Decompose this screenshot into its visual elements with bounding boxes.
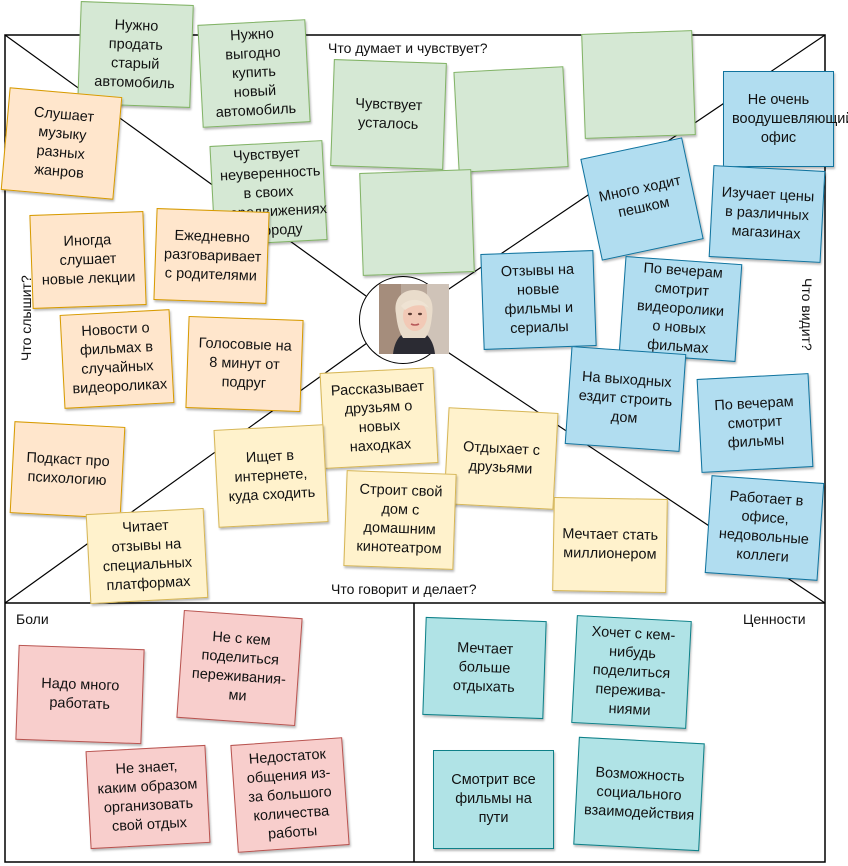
section-label-says-does: Что говорит и делает? [331,581,477,597]
section-label-sees: Что видит? [799,278,815,351]
note-searches-internet[interactable]: Ищет в интернете, куда сходить [213,424,329,528]
note-watches-films[interactable]: По вечерам смотрит фильмы [696,373,814,473]
note-builds-cinema-house[interactable]: Строит свой дом с домашним кинотеатром [343,470,457,570]
note-buy-new-car[interactable]: Нужно выгодно купить новый автомобиль [197,19,311,128]
note-lack-communication[interactable]: Недостаток общения из-за большого количе… [230,737,350,853]
note-empty-3[interactable] [359,169,475,276]
note-no-one-to-share[interactable]: Не с кем поделиться переживания-ми [176,609,303,727]
outer-frame [4,34,826,863]
note-studies-prices[interactable]: Изучает цены в различных магазинах [708,165,826,263]
note-voice-messages[interactable]: Голосовые на 8 минут от подруг [185,316,304,412]
diagonal-bottom-left [4,342,368,604]
persona-avatar [359,276,449,364]
note-walks-a-lot[interactable]: Много ходит пешком [580,137,704,261]
note-talks-parents[interactable]: Ежедневно разговаривает с родителями [153,208,270,304]
note-social-interaction[interactable]: Возможность социального взаимодействия [573,736,705,852]
note-office-work[interactable]: Работает в офисе, недовольные коллеги [704,475,825,581]
note-feels-tired[interactable]: Чувствует усталось [330,59,447,170]
note-reviews-films[interactable]: Отзывы на новые фильмы и сериалы [480,250,597,350]
note-music-genres[interactable]: Слушает музыку разных жанров [0,87,123,200]
note-dreams-millionaire[interactable]: Мечтает стать миллионером [552,497,668,593]
note-psychology-podcast[interactable]: Подкаст про психологию [9,421,126,519]
note-wants-share[interactable]: Хочет с кем-нибудь поделиться пережива-н… [571,615,692,729]
note-empty-1[interactable] [453,66,569,173]
note-reads-reviews[interactable]: Читает отзывы на специальных платформах [85,507,209,605]
note-empty-2[interactable] [581,30,696,139]
note-relaxes-friends[interactable]: Отдыхает с друзьями [443,407,559,510]
persona-photo [379,284,449,354]
section-label-values: Ценности [743,611,806,627]
note-no-idea-rest[interactable]: Не знает, каким образом организовать сво… [85,744,211,850]
note-builds-weekends[interactable]: На выходных ездит строить дом [564,346,687,452]
note-movie-news[interactable]: Новости о фильмах в случайных видеоролик… [59,309,175,409]
note-uninspiring-office[interactable]: Не очень воодушевляющий офис [723,71,848,167]
note-sell-old-car[interactable]: Нужно продать старый автомобиль [77,1,194,108]
section-label-thinks-feels: Что думает и чувствует? [328,40,488,56]
note-lectures[interactable]: Иногда слушает новые лекции [29,211,147,309]
note-much-work[interactable]: Надо много работать [15,644,145,745]
note-watches-videos[interactable]: По вечерам смотрит видеоролики о новых ф… [618,256,743,362]
diagonal-top-left [4,34,367,297]
section-label-pains: Боли [16,611,49,627]
note-tells-friends[interactable]: Рассказывает друзьям о новых находках [319,367,439,469]
note-watches-on-way[interactable]: Смотрит все фильмы на пути [433,750,554,849]
note-dreams-rest[interactable]: Мечтает больше отдыхать [422,616,547,720]
